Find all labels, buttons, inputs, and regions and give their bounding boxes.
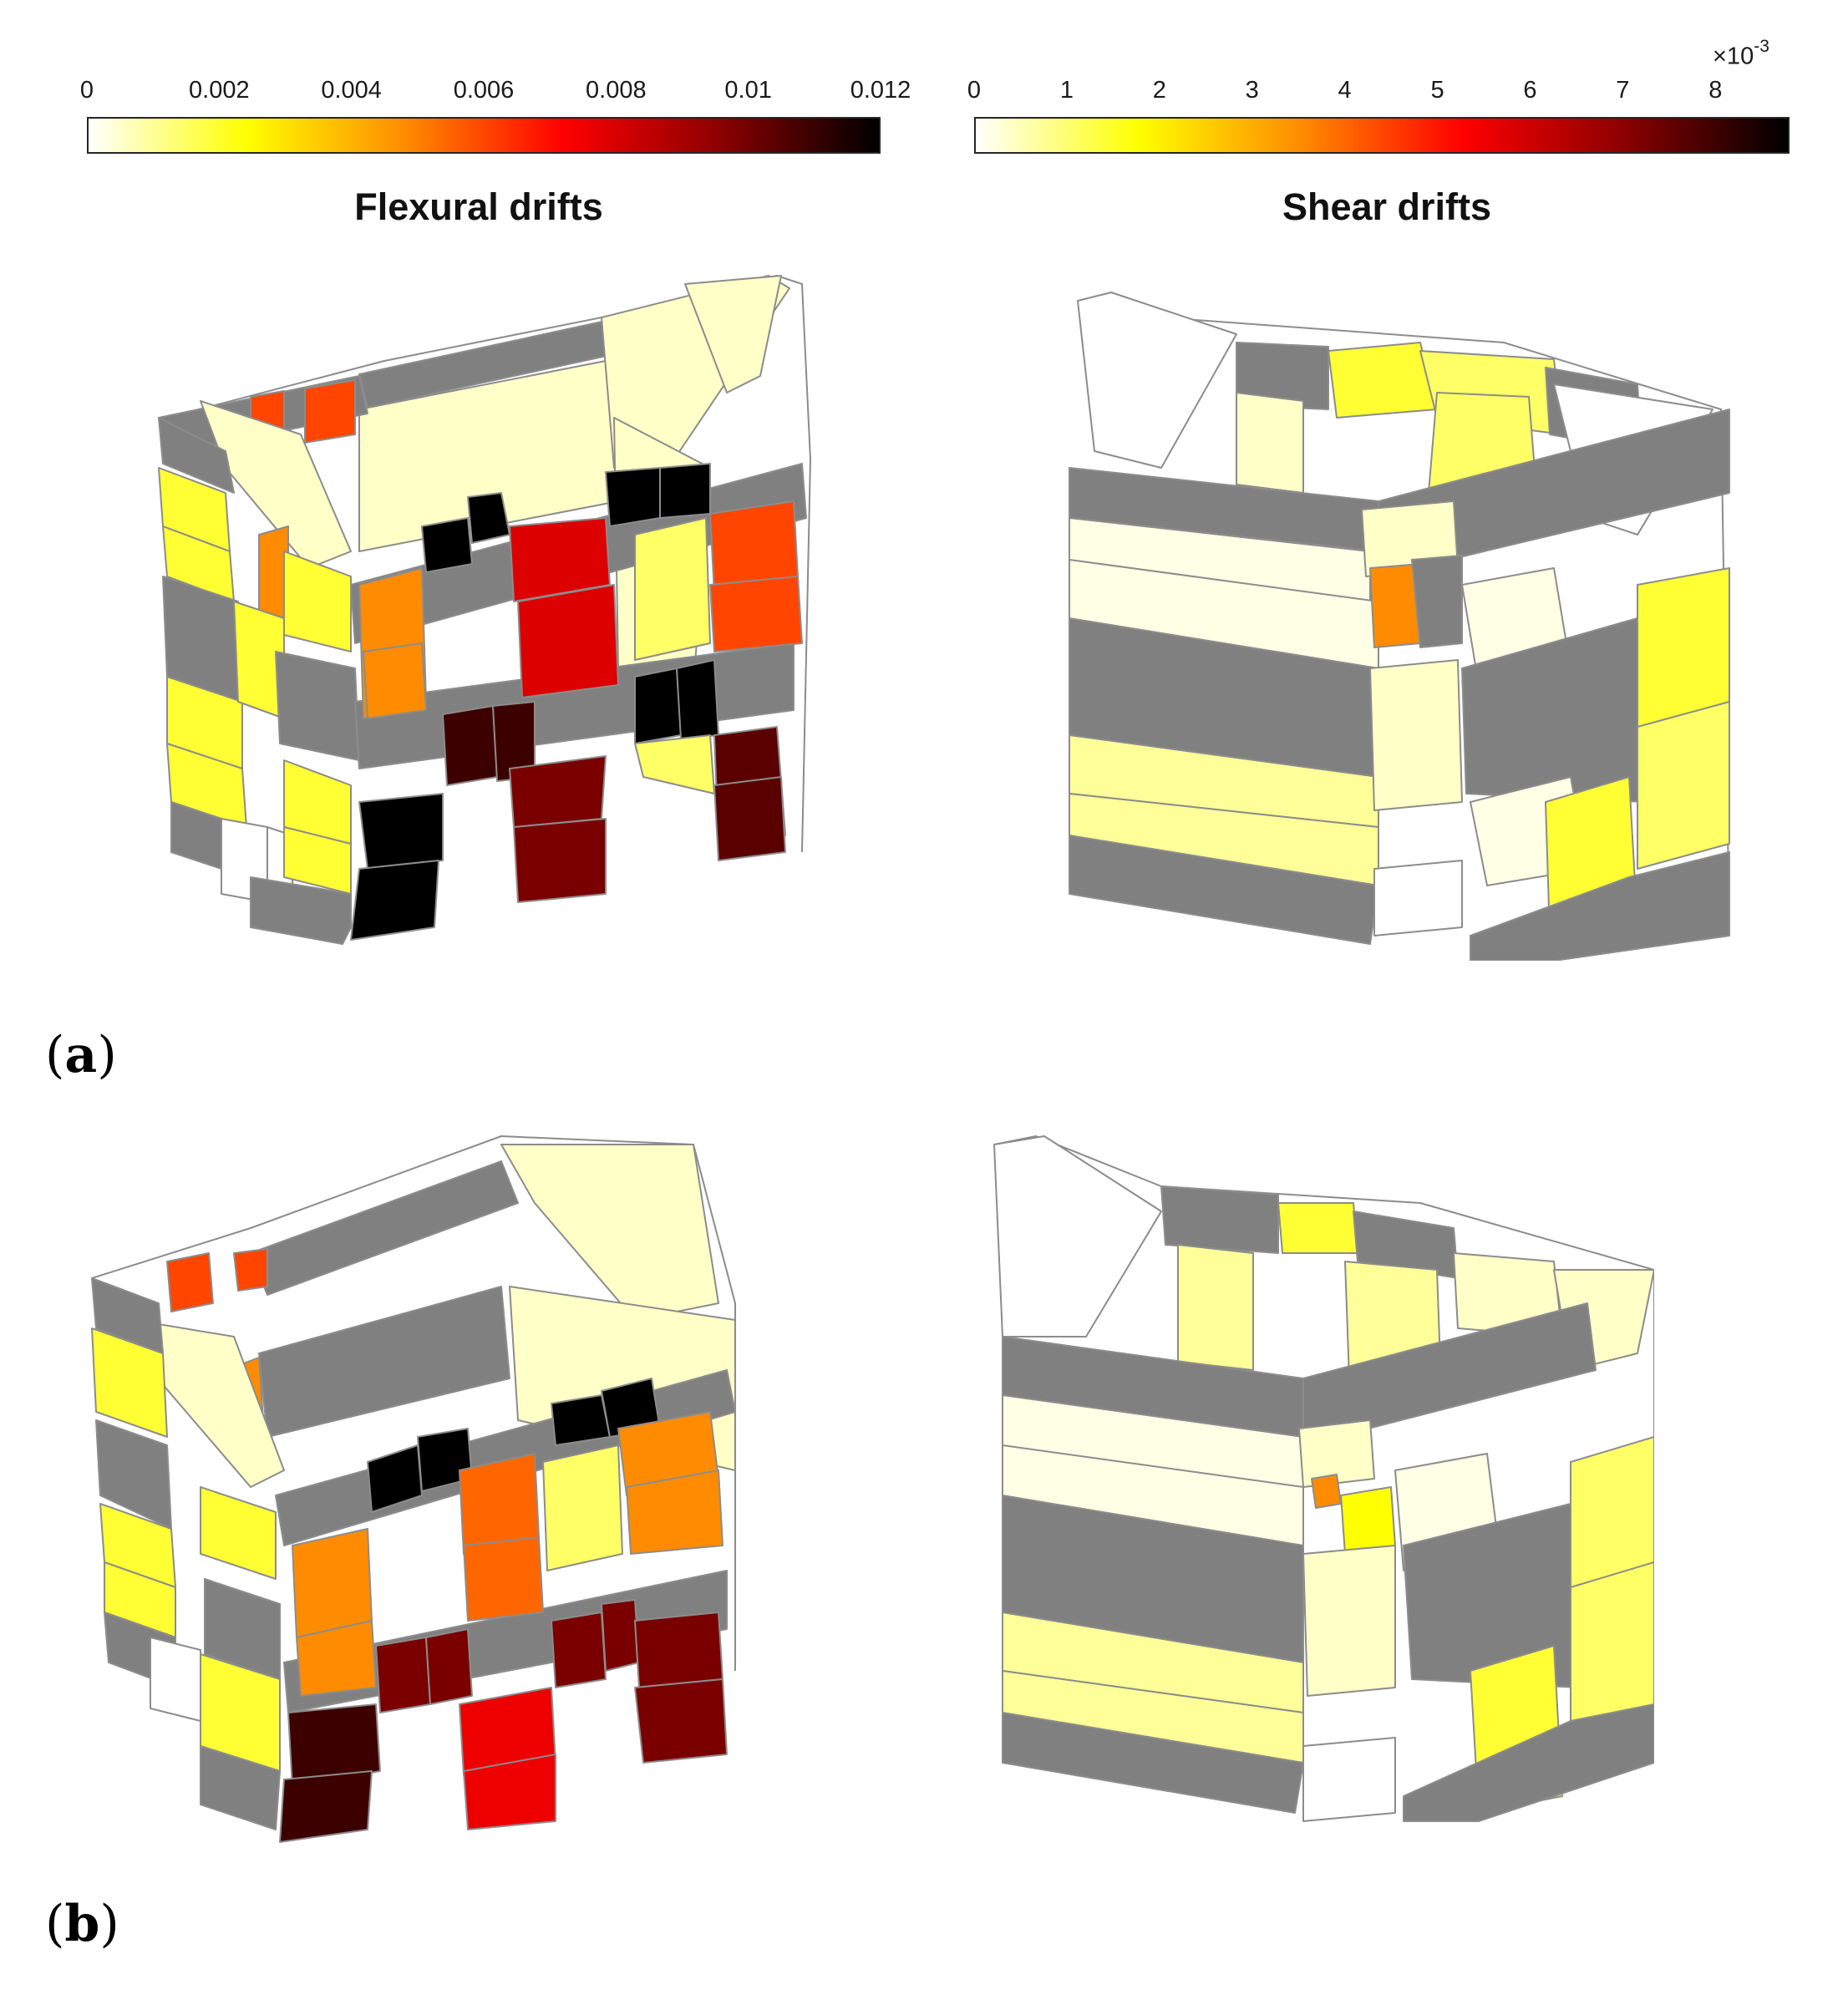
front-pier bbox=[463, 1536, 544, 1622]
front-pier bbox=[1340, 1486, 1396, 1555]
front-pier bbox=[713, 776, 786, 861]
front-pier bbox=[1302, 1545, 1396, 1697]
shear-colorbar-gradient bbox=[974, 117, 1790, 154]
top-pier bbox=[233, 1248, 268, 1292]
flexural-colorbar-tick: 0.004 bbox=[321, 77, 382, 104]
front-pier bbox=[542, 1444, 623, 1571]
spandrel bbox=[258, 1286, 510, 1438]
spandrel bbox=[1160, 1185, 1279, 1254]
roof-slab bbox=[684, 275, 782, 393]
front-pier bbox=[467, 492, 510, 544]
front-pier bbox=[292, 1528, 373, 1638]
shear-colorbar-tick: 2 bbox=[1152, 77, 1166, 104]
front-pier bbox=[1637, 701, 1730, 870]
spandrel bbox=[275, 651, 360, 761]
front-pier bbox=[513, 818, 607, 903]
front-pier bbox=[634, 1678, 728, 1764]
front-pier bbox=[1311, 1474, 1342, 1509]
flexural-colorbar-tick: 0.012 bbox=[850, 77, 911, 104]
model-b-shear bbox=[993, 1135, 1654, 1822]
front-pier bbox=[375, 1637, 431, 1713]
spandrel bbox=[250, 876, 352, 945]
shear-colorbar-tick: 0 bbox=[967, 77, 982, 104]
spandrel bbox=[250, 1160, 519, 1296]
roof-slab bbox=[993, 1135, 1162, 1338]
model-a-shear bbox=[1069, 292, 1730, 961]
top-pier bbox=[166, 1252, 214, 1312]
shear-colorbar-tick: 1 bbox=[1059, 77, 1074, 104]
shear-colorbar-tick: 7 bbox=[1616, 77, 1630, 104]
shear-scale-multiplier: ×10-3 bbox=[1713, 37, 1769, 70]
front-pier bbox=[551, 1612, 607, 1688]
front-pier bbox=[659, 463, 711, 519]
front-pier bbox=[517, 584, 619, 698]
side-pier bbox=[200, 1486, 277, 1580]
spandrel bbox=[1411, 555, 1463, 648]
flexural-colorbar-tick: 0.002 bbox=[189, 77, 250, 104]
shear-colorbar-tick: 5 bbox=[1430, 77, 1444, 104]
front-pier bbox=[296, 1620, 377, 1697]
spandrel bbox=[200, 1745, 281, 1830]
front-pier bbox=[634, 517, 711, 661]
model-b-flexural bbox=[91, 1135, 736, 1843]
roof-slab bbox=[1077, 292, 1237, 469]
front-pier bbox=[1298, 1419, 1375, 1488]
spandrel bbox=[1403, 1703, 1654, 1822]
flexural-colorbar-gradient bbox=[87, 117, 881, 154]
spandrel bbox=[1236, 342, 1329, 410]
top-pier bbox=[1177, 1244, 1254, 1371]
top-pier bbox=[1277, 1202, 1358, 1254]
front-pier bbox=[1302, 1737, 1396, 1822]
front-pier bbox=[601, 1599, 640, 1672]
top-pier bbox=[1236, 392, 1304, 494]
front-pier bbox=[634, 734, 715, 794]
front-pier bbox=[442, 705, 498, 786]
flexural-drifts-title: Flexural drifts bbox=[354, 185, 603, 228]
front-pier bbox=[626, 1469, 723, 1555]
shear-colorbar-tick: 3 bbox=[1245, 77, 1259, 104]
front-pier bbox=[709, 576, 803, 652]
front-pier bbox=[358, 793, 444, 870]
flexural-colorbar-tick: 0.008 bbox=[586, 77, 647, 104]
front-pier bbox=[605, 467, 661, 527]
side-pier bbox=[150, 1637, 201, 1722]
shear-colorbar-tick: 4 bbox=[1338, 77, 1352, 104]
front-pier bbox=[509, 755, 607, 828]
flexural-colorbar-tick: 0.01 bbox=[724, 77, 772, 104]
front-pier bbox=[676, 659, 719, 740]
shear-colorbar-tick: 8 bbox=[1708, 77, 1723, 104]
side-pier bbox=[91, 1327, 168, 1438]
spandrel bbox=[1002, 1712, 1304, 1814]
side-pier bbox=[283, 551, 352, 652]
spandrel bbox=[158, 417, 235, 494]
front-pier bbox=[363, 642, 427, 719]
shear-drifts-title: Shear drifts bbox=[1282, 185, 1492, 228]
front-pier bbox=[1369, 659, 1463, 811]
spandrel bbox=[1470, 851, 1730, 961]
panel-label-a: (a) bbox=[45, 1026, 117, 1084]
flexural-colorbar-tick: 0 bbox=[79, 77, 94, 104]
front-pier bbox=[425, 1628, 473, 1705]
front-pier bbox=[279, 1770, 373, 1843]
front-pier bbox=[551, 1394, 611, 1446]
panel-label-b: (b) bbox=[45, 1895, 119, 1953]
model-a-flexural bbox=[158, 275, 811, 945]
front-pier bbox=[634, 667, 682, 744]
shear-colorbar-tick: 6 bbox=[1523, 77, 1537, 104]
front-pier bbox=[1373, 860, 1463, 937]
front-pier bbox=[634, 1612, 723, 1688]
spandrel bbox=[1302, 1302, 1597, 1446]
top-pier bbox=[304, 379, 356, 444]
front-pier bbox=[367, 1444, 423, 1513]
front-pier bbox=[350, 860, 439, 941]
front-pier bbox=[421, 517, 473, 573]
front-pier bbox=[287, 1703, 381, 1789]
flexural-colorbar-tick: 0.006 bbox=[453, 77, 515, 104]
front-pier bbox=[1570, 1561, 1654, 1730]
spandrel bbox=[1069, 835, 1379, 945]
front-pier bbox=[463, 1754, 556, 1830]
